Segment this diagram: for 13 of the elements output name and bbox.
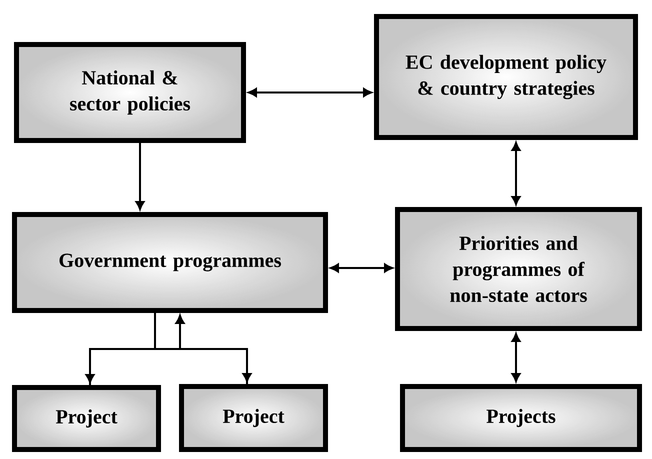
text-box: Project xyxy=(12,385,161,452)
arrow xyxy=(330,264,393,272)
text-box: Priorities and programmes of non-state actors xyxy=(395,207,642,331)
text-box: National & sector policies xyxy=(14,42,246,143)
arrow xyxy=(248,88,372,97)
arrow xyxy=(512,333,520,382)
text-box: Projects xyxy=(400,384,642,452)
text-box: Government programmes xyxy=(12,212,328,313)
arrow xyxy=(136,143,144,210)
arrow xyxy=(176,315,248,384)
arrow xyxy=(512,142,520,205)
text-box: Project xyxy=(179,384,328,452)
text-box: EC development policy & country strategies xyxy=(374,14,638,140)
